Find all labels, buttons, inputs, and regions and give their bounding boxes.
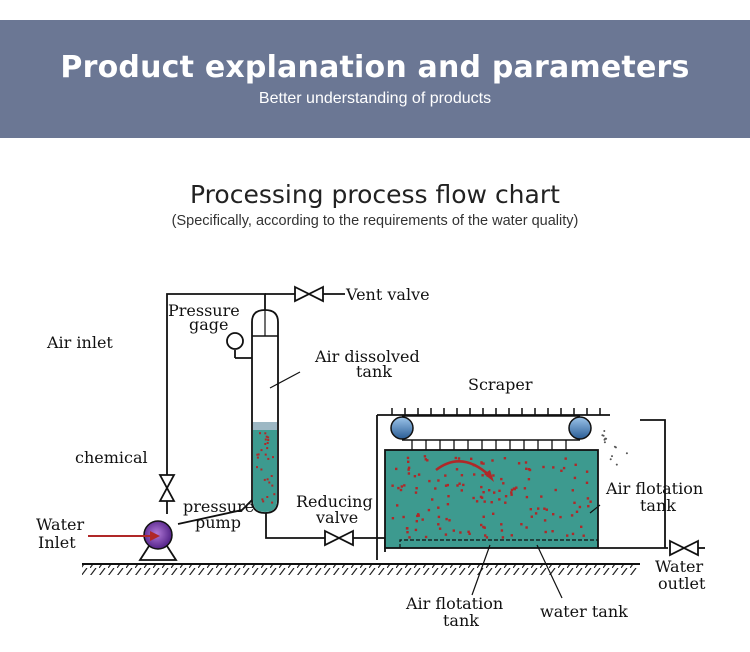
header-banner: Product explanation and parameters Bette… [0, 20, 750, 138]
outlet-valve [669, 539, 699, 557]
scraper-roller-left [390, 416, 414, 440]
label-scraper: Scraper [468, 375, 533, 394]
label-reducing-valve-1: Reducing [296, 492, 373, 511]
label-pressure-pump-1: pressure [183, 497, 254, 516]
label-chemical: chemical [75, 448, 148, 467]
label-reducing-valve-2: valve [315, 508, 358, 527]
label-air-flotation-tank-bottom-2: tank [443, 611, 479, 630]
label-water-outlet-2: outlet [658, 574, 706, 593]
label-pressure-gage-1: Pressure [168, 301, 240, 320]
chart-subtitle: (Specifically, according to the requirem… [171, 213, 579, 229]
scraper-roller-right [568, 416, 592, 440]
ground [82, 563, 640, 575]
air-flotation-tank [376, 408, 666, 560]
label-pressure-pump-2: pump [195, 513, 241, 532]
label-air-flotation-tank-bottom-1: Air flotation [405, 594, 503, 613]
pressure-gage [226, 332, 244, 350]
label-air-inlet: Air inlet [46, 333, 113, 352]
reducing-valve [324, 529, 354, 547]
label-pressure-gage-2: gage [189, 315, 229, 334]
pressure-pump [88, 520, 178, 561]
label-air-flotation-tank-right-2: tank [640, 496, 676, 515]
page-title: Product explanation and parameters [60, 50, 690, 85]
chemical-valve [158, 474, 176, 514]
page-subtitle: Better understanding of products [258, 90, 492, 107]
air-dissolved-tank [251, 309, 279, 514]
label-air-dissolved-tank-2: tank [356, 362, 392, 381]
label-water-inlet-1: Water [36, 515, 84, 534]
chart-title: Processing process flow chart [190, 180, 560, 209]
leader-lines [269, 371, 601, 599]
label-air-flotation-tank-right-1: Air flotation [605, 479, 703, 498]
piping [166, 293, 705, 552]
label-air-dissolved-tank-1: Air dissolved [314, 347, 420, 366]
label-water-inlet-2: Inlet [38, 533, 76, 552]
label-water-tank: water tank [540, 602, 628, 621]
label-vent-valve: Vent valve [345, 285, 430, 304]
label-water-outlet-1: Water [655, 557, 703, 576]
vent-valve [294, 285, 324, 303]
